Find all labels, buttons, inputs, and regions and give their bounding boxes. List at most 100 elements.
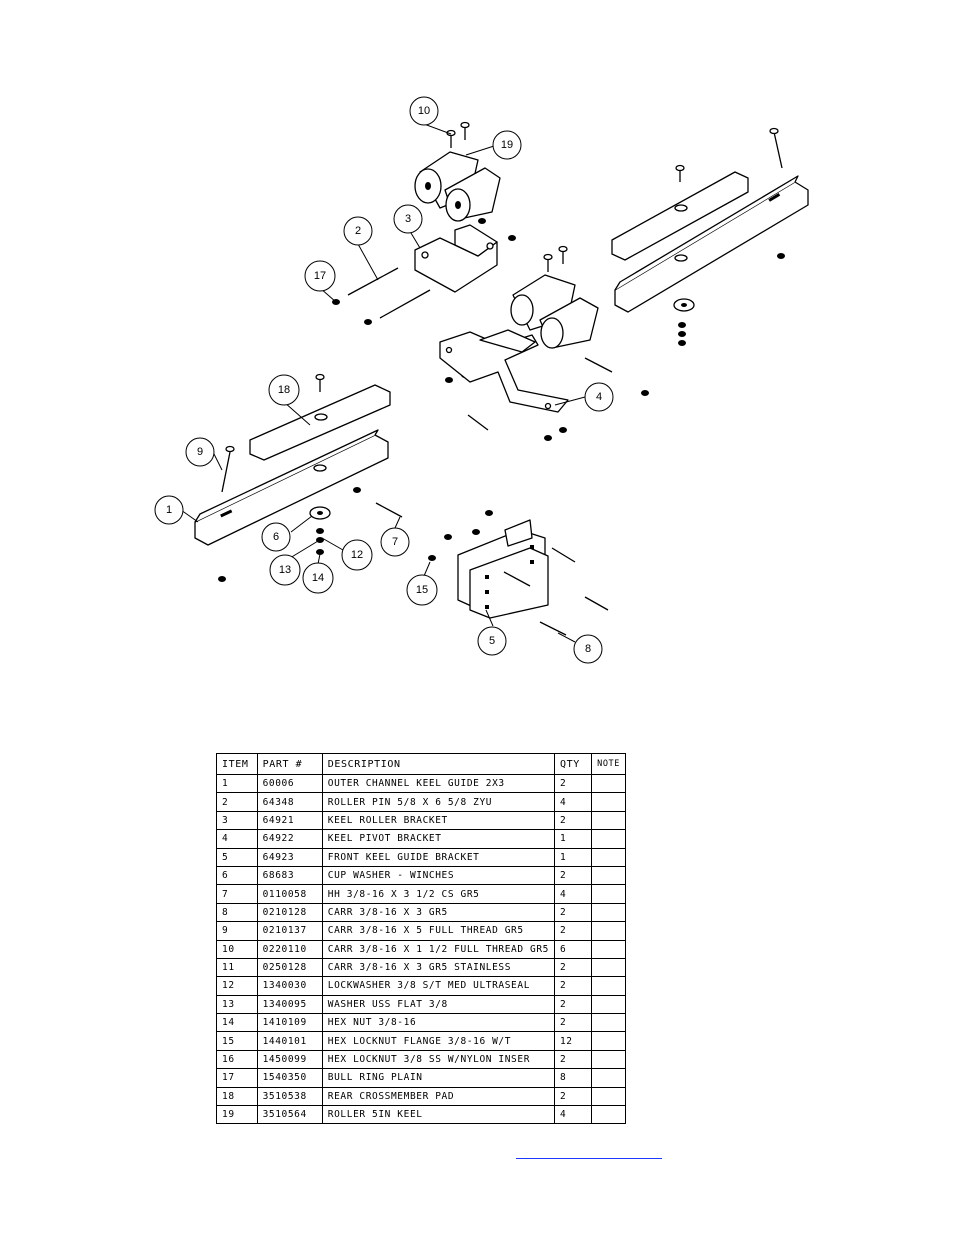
cell-part: 0250128 [256, 957, 323, 978]
cell-qty: 6 [553, 939, 593, 959]
cell-part: 3510564 [256, 1105, 323, 1125]
callout-7: 7 [380, 527, 410, 557]
cell-note [591, 773, 626, 794]
callout-19: 19 [492, 130, 522, 160]
cell-note [591, 1105, 626, 1125]
callout-1: 1 [154, 495, 184, 525]
cell-description: ROLLER 5IN KEEL [321, 1105, 555, 1125]
svg-text:14: 14 [312, 572, 324, 584]
cell-note [591, 810, 626, 831]
cell-part: 64921 [256, 810, 323, 831]
exploded-parts-diagram: 10 19 2 3 17 4 18 9 1 6 12 13 14 7 15 5 … [154, 96, 809, 664]
right-crossmember-pad [611, 164, 749, 261]
svg-text:6: 6 [273, 531, 279, 543]
cell-qty: 2 [553, 810, 593, 831]
cell-part: 64923 [256, 847, 323, 867]
cell-item: 12 [216, 976, 258, 996]
cell-qty: 1 [553, 829, 593, 849]
callout-2: 2 [343, 216, 373, 246]
cell-item: 1 [216, 773, 258, 794]
cell-item: 14 [216, 1013, 258, 1033]
svg-text:13: 13 [279, 564, 291, 576]
callout-12: 12 [341, 539, 373, 571]
cell-item: 18 [216, 1086, 258, 1107]
cell-item: 19 [216, 1105, 258, 1125]
cell-description: KEEL PIVOT BRACKET [321, 829, 555, 849]
cell-part: 0220110 [256, 939, 323, 959]
cell-note [591, 884, 626, 904]
cell-note [591, 939, 626, 959]
cell-description: HEX LOCKNUT 3/8 SS W/NYLON INSER [321, 1049, 555, 1070]
cell-item: 3 [216, 810, 258, 831]
callout-3: 3 [393, 204, 423, 234]
cell-item: 5 [216, 847, 258, 867]
cell-description: BULL RING PLAIN [321, 1068, 555, 1088]
svg-text:17: 17 [314, 270, 326, 282]
cell-description: OUTER CHANNEL KEEL GUIDE 2X3 [321, 773, 555, 794]
cell-qty: 12 [553, 1031, 593, 1051]
footer-link[interactable] [516, 1158, 662, 1160]
cell-description: CARR 3/8-16 X 5 FULL THREAD GR5 [321, 921, 555, 941]
svg-text:8: 8 [585, 643, 591, 655]
cell-description: LOCKWASHER 3/8 S/T MED ULTRASEAL [321, 976, 555, 996]
cell-note [591, 792, 626, 812]
cell-note [591, 1086, 626, 1107]
cell-item: 15 [216, 1031, 258, 1051]
cell-qty: 2 [553, 921, 593, 941]
callout-18: 18 [268, 374, 300, 406]
cell-qty: 2 [553, 773, 593, 794]
svg-text:18: 18 [278, 384, 290, 396]
cell-item: 16 [216, 1049, 258, 1070]
cell-qty: 2 [553, 1086, 593, 1107]
cell-description: HEX NUT 3/8-16 [321, 1013, 555, 1033]
cell-qty: 2 [553, 994, 593, 1015]
cell-note [591, 976, 626, 996]
cell-qty: 8 [553, 1068, 593, 1088]
cell-item: 9 [216, 921, 258, 941]
cell-note [591, 957, 626, 978]
callout-14: 14 [302, 562, 334, 594]
nuts [218, 218, 785, 582]
cell-note [591, 865, 626, 886]
bolts-middle [467, 357, 613, 431]
header-description: DESCRIPTION [321, 753, 555, 775]
cell-note [591, 994, 626, 1015]
cell-qty: 2 [553, 1049, 593, 1070]
cell-note [591, 1031, 626, 1051]
svg-text:3: 3 [405, 213, 411, 225]
cell-description: CUP WASHER - WINCHES [321, 865, 555, 886]
right-washer-stack [673, 298, 695, 346]
cell-item: 7 [216, 884, 258, 904]
header-item: ITEM [216, 753, 258, 775]
cell-part: 60006 [256, 773, 323, 794]
cell-note [591, 847, 626, 867]
cell-qty: 4 [553, 792, 593, 812]
cell-part: 64922 [256, 829, 323, 849]
cell-item: 10 [216, 939, 258, 959]
svg-text:4: 4 [596, 391, 602, 403]
cell-item: 17 [216, 1068, 258, 1088]
cell-description: HH 3/8-16 X 3 1/2 CS GR5 [321, 884, 555, 904]
cell-part: 1410109 [256, 1013, 323, 1033]
left-outer-channel [194, 429, 389, 546]
cell-qty: 2 [553, 902, 593, 923]
cell-description: ROLLER PIN 5/8 X 6 5/8 ZYU [321, 792, 555, 812]
cell-note [591, 829, 626, 849]
cell-part: 0210137 [256, 921, 323, 941]
cell-item: 8 [216, 902, 258, 923]
